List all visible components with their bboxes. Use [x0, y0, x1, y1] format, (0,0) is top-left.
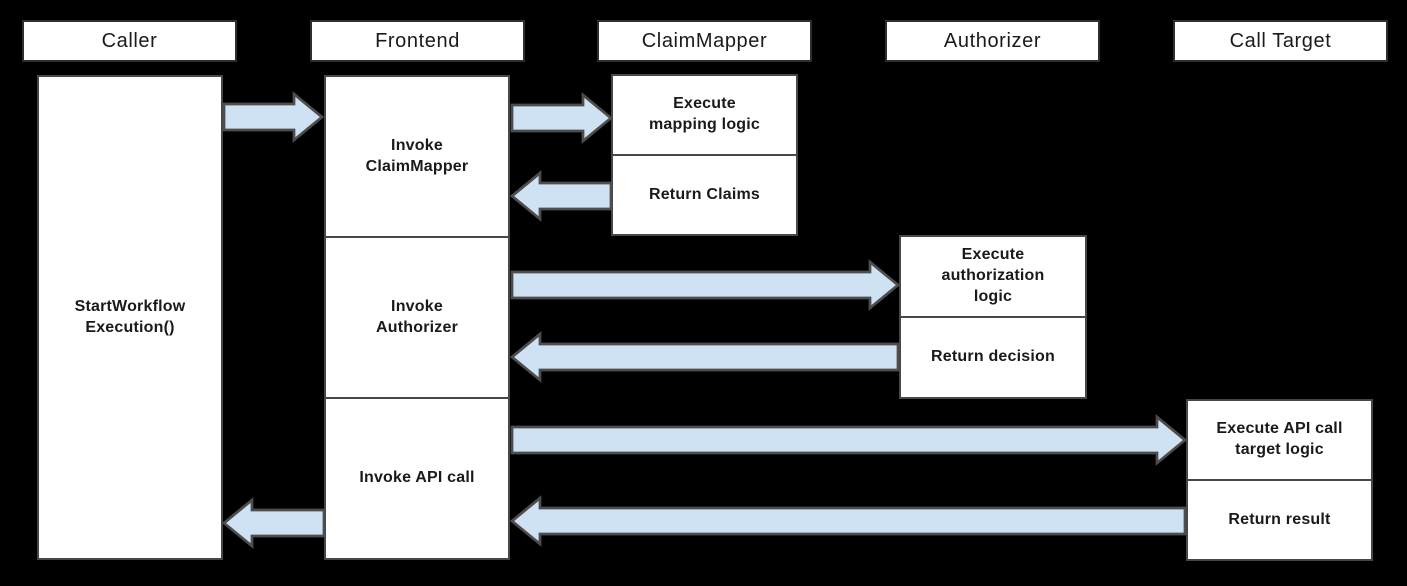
lifeline-label: Call Target	[1229, 29, 1332, 52]
lifeline-header-calltarget: Call Target	[1173, 20, 1388, 62]
arrow-authorizer-return-icon	[509, 331, 900, 383]
activation-label: Invoke Authorizer	[376, 297, 458, 336]
lifeline-header-authorizer: Authorizer	[885, 20, 1100, 62]
activation-label: Execute mapping logic	[648, 95, 761, 133]
arrow-calltarget-return-icon	[509, 495, 1187, 547]
activation-stack-frontend: Invoke ClaimMapper Invoke Authorizer Inv…	[324, 75, 510, 560]
activation-label: Return decision	[931, 348, 1055, 366]
activation-calltarget-execute-api-call-target-logic: Execute API call target logic	[1188, 401, 1371, 479]
activation-stack-authorizer: Execute authorization logic Return decis…	[899, 235, 1087, 399]
lifeline-header-frontend: Frontend	[310, 20, 525, 62]
activation-frontend-invoke-claimmapper: Invoke ClaimMapper	[326, 77, 508, 236]
activation-frontend-invoke-api-call: Invoke API call	[326, 397, 508, 558]
activation-label: Invoke API call	[359, 469, 475, 487]
lifeline-label: ClaimMapper	[641, 29, 768, 52]
arrow-frontend-to-calltarget-icon	[510, 414, 1188, 466]
activation-label: StartWorkflow Execution()	[74, 297, 186, 336]
activation-caller-startworkflowexecution: StartWorkflow Execution()	[37, 75, 223, 560]
activation-stack-claimmapper: Execute mapping logic Return Claims	[611, 74, 798, 236]
arrow-claimmapper-return-icon	[509, 170, 613, 222]
lifeline-label: Frontend	[375, 29, 460, 52]
activation-authorizer-execute-authorization-logic: Execute authorization logic	[901, 237, 1085, 316]
activation-frontend-invoke-authorizer: Invoke Authorizer	[326, 236, 508, 397]
arrow-frontend-to-caller-return-icon	[221, 497, 326, 549]
activation-calltarget-return-result: Return result	[1188, 479, 1371, 559]
activation-claimmapper-execute-mapping-logic: Execute mapping logic	[613, 76, 796, 154]
lifeline-header-caller: Caller	[22, 20, 237, 62]
activation-label: Execute authorization logic	[941, 246, 1045, 305]
activation-label: Return Claims	[648, 185, 761, 203]
activation-label: Return result	[1228, 510, 1331, 528]
activation-label: Invoke ClaimMapper	[365, 136, 469, 175]
activation-label: Execute API call target logic	[1216, 420, 1343, 458]
activation-claimmapper-return-claims: Return Claims	[613, 154, 796, 234]
activation-authorizer-return-decision: Return decision	[901, 316, 1085, 397]
lifeline-header-claimmapper: ClaimMapper	[597, 20, 812, 62]
lifeline-label: Caller	[101, 29, 158, 52]
lifeline-label: Authorizer	[943, 29, 1042, 52]
activation-stack-calltarget: Execute API call target logic Return res…	[1186, 399, 1373, 561]
arrow-frontend-to-claimmapper-icon	[510, 92, 614, 144]
arrow-caller-to-frontend-icon	[222, 91, 325, 143]
arrow-frontend-to-authorizer-icon	[510, 259, 901, 311]
